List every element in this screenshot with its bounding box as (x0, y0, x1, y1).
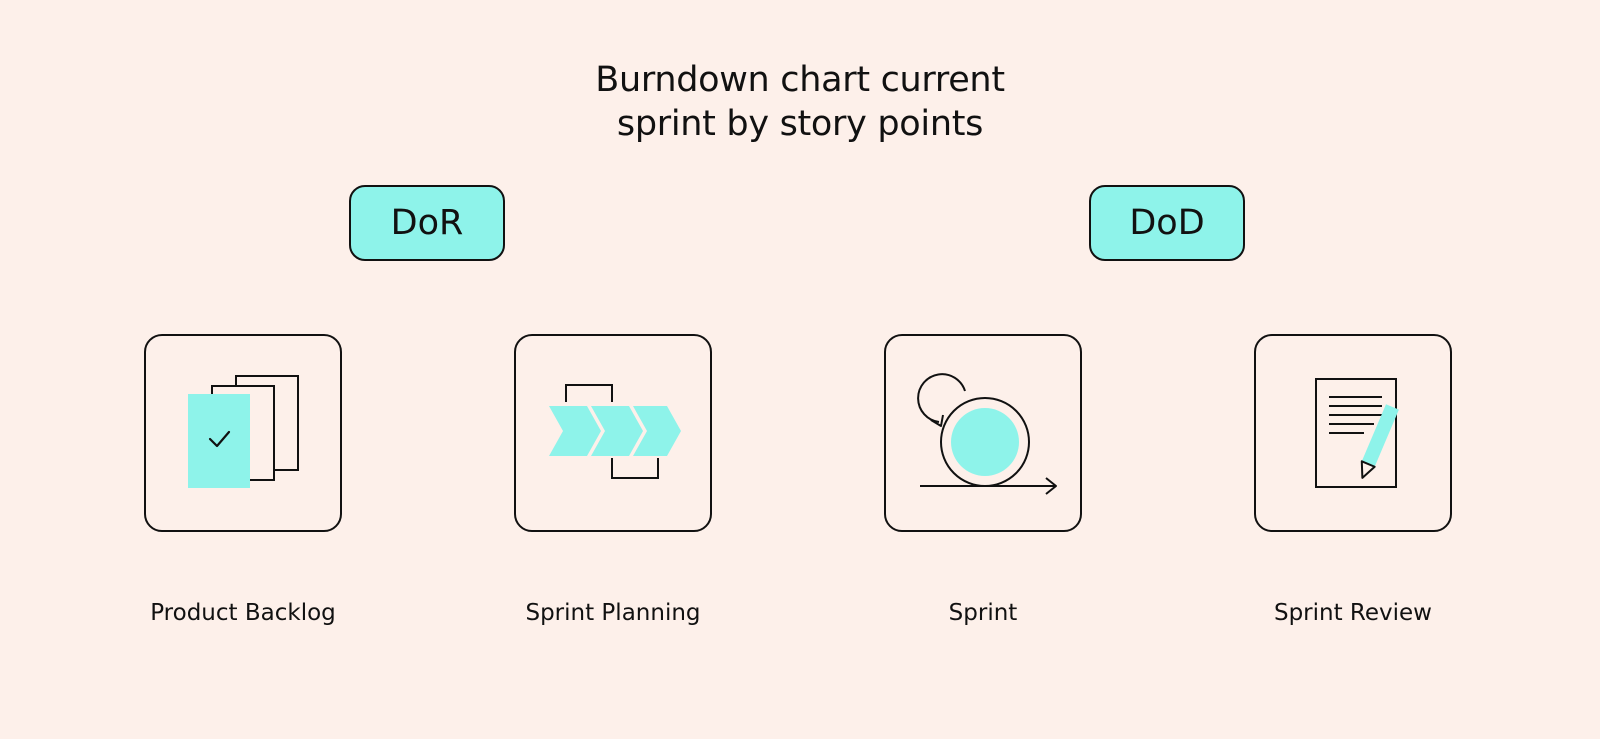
sprint-review-card (1254, 334, 1452, 532)
sprint-planning-card (514, 334, 712, 532)
sprint-label: Sprint (948, 600, 1018, 626)
dod-tag: DoD (1089, 185, 1245, 261)
document-pencil-icon (1315, 378, 1399, 488)
documents-check-icon (188, 375, 299, 488)
sprint-cycle-icon (917, 373, 1057, 495)
title-line-2: sprint by story points (616, 104, 984, 144)
title-line-1: Burndown chart current (595, 60, 1005, 100)
product-backlog-card (144, 334, 342, 532)
chevrons-flow-icon (549, 384, 681, 479)
sprint-planning-label: Sprint Planning (525, 600, 701, 626)
page-title: Burndown chart current sprint by story p… (400, 58, 1200, 146)
dor-tag: DoR (349, 185, 505, 261)
product-backlog-label: Product Backlog (150, 600, 336, 626)
sprint-card (884, 334, 1082, 532)
sprint-review-label: Sprint Review (1273, 600, 1432, 626)
